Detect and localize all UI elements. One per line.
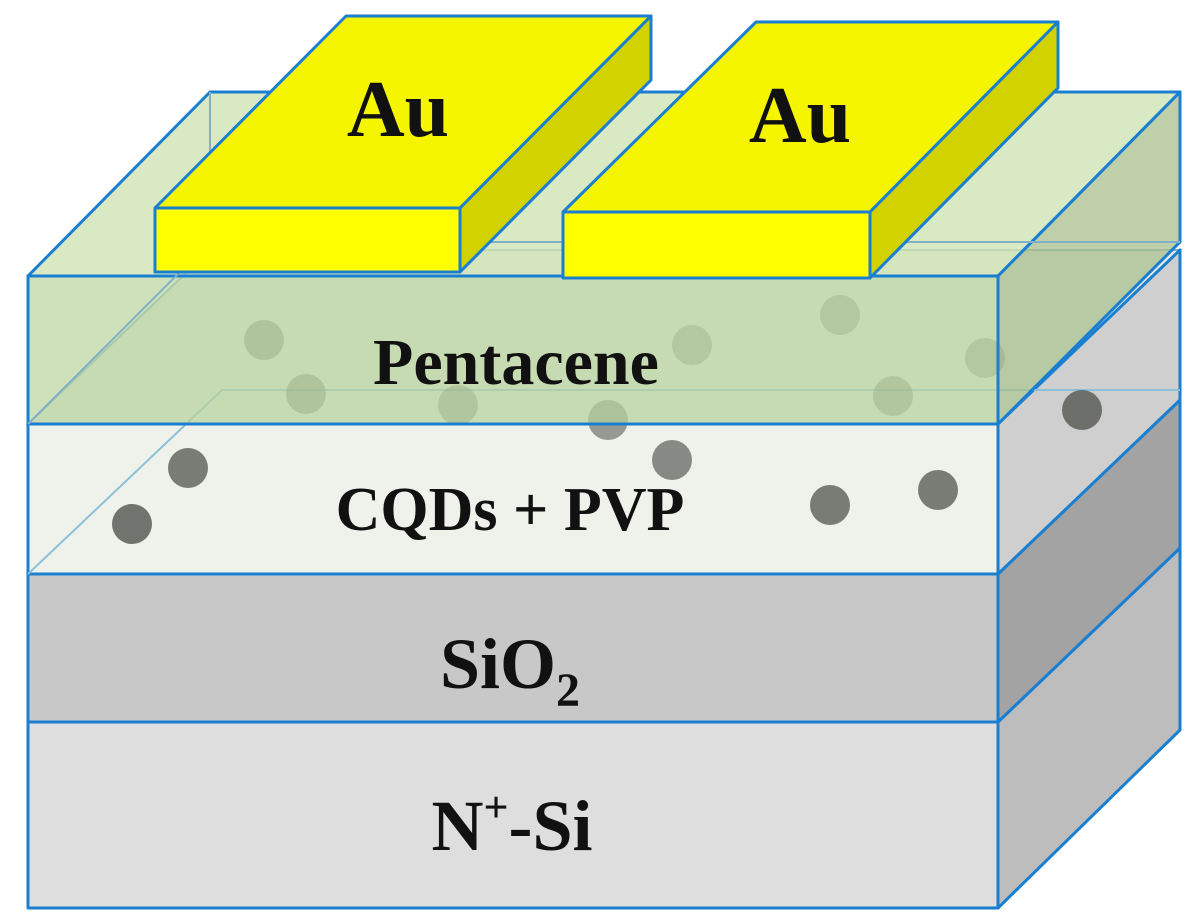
cqds-pvp-label: CQDs + PVP: [336, 476, 685, 544]
quantum-dot: [1062, 390, 1102, 430]
n-si-front-face: [26, 720, 1000, 910]
sio2-label: SiO2: [440, 624, 580, 717]
sio2-layer: SiO2: [26, 398, 1182, 724]
au-left-label: Au: [347, 66, 449, 154]
quantum-dot: [810, 485, 850, 525]
au-left-front-face: [153, 206, 462, 274]
au-electrode-right: Au: [561, 20, 1060, 280]
n-si-layer: N+-Si: [26, 546, 1182, 910]
quantum-dot: [918, 470, 958, 510]
au-electrode-left: Au: [153, 14, 653, 274]
pentacene-label: Pentacene: [373, 326, 659, 399]
quantum-dot: [652, 440, 692, 480]
sio2-front-face: [26, 572, 1000, 724]
pentacene-front-face: [26, 274, 1000, 426]
au-right-label: Au: [749, 72, 851, 160]
quantum-dot: [168, 448, 208, 488]
n-si-label: N+-Si: [431, 783, 592, 866]
au-right-front-face: [561, 210, 872, 280]
quantum-dot: [112, 504, 152, 544]
